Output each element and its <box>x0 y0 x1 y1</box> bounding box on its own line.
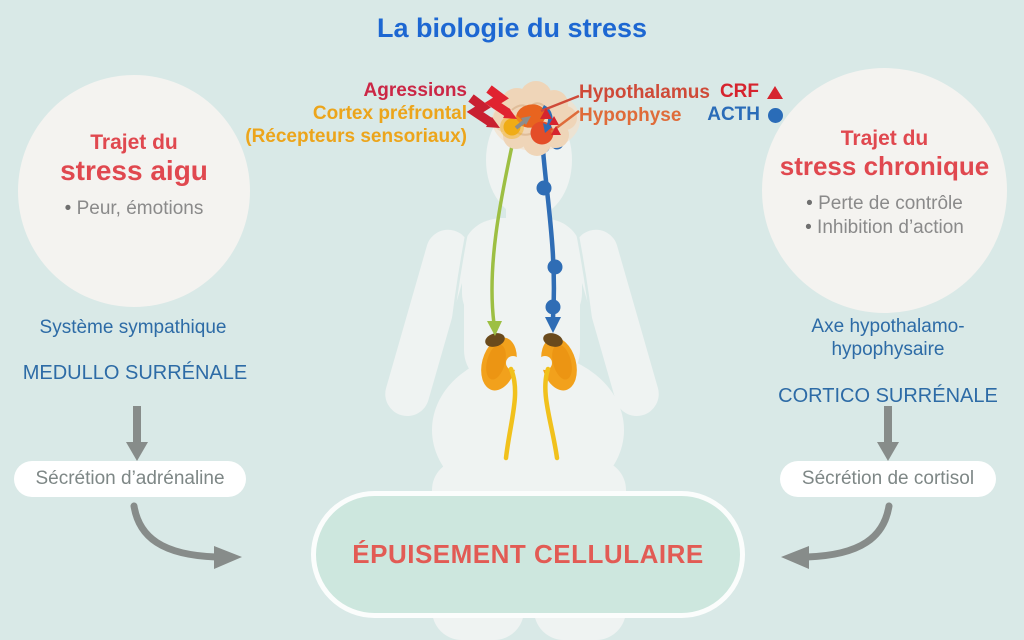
sensory-receptors-label: (Récepteurs sensoriaux) <box>245 126 467 147</box>
chronic-stress-circle: Trajet du stress chronique Perte de cont… <box>762 68 1007 313</box>
lightning-icon <box>466 85 517 128</box>
hpa-axis-label: Axe hypothalamo- hypophysaire <box>763 315 1013 361</box>
acth-label: ACTH <box>707 104 760 125</box>
sympathetic-system-label: Système sympathique <box>39 317 227 338</box>
crf-release-triangles <box>540 108 561 135</box>
chronic-bullet-1: Perte de contrôle <box>806 192 963 216</box>
agressions-label: Agressions <box>363 80 467 101</box>
crf-triangle-icon <box>767 85 783 99</box>
cellular-exhaustion-box: ÉPUISEMENT CELLULAIRE <box>311 491 745 618</box>
sympathetic-pathway-arrow <box>487 131 517 336</box>
receptor-to-hypothalamus-arrow <box>514 116 531 130</box>
acute-bullet: Peur, émotions <box>65 197 204 221</box>
left-curved-arrow <box>130 502 242 569</box>
crf-label: CRF <box>719 81 759 102</box>
left-kidney <box>481 333 520 461</box>
acth-legend: ACTH <box>707 104 783 126</box>
hypophyse-label: Hypophyse <box>579 105 682 126</box>
adrenaline-secretion-pill: Sécrétion d’adrénaline <box>14 461 246 497</box>
right-curved-arrow <box>781 502 893 569</box>
chronic-heading-line1: Trajet du <box>840 127 929 150</box>
cellular-exhaustion-label: ÉPUISEMENT CELLULAIRE <box>352 539 704 569</box>
acute-stress-circle: Trajet du stress aigu Peur, émotions <box>18 75 250 307</box>
left-ureter <box>503 366 518 461</box>
medullo-surrenale-label: MEDULLO SURRÉNALE <box>22 362 248 384</box>
right-kidney <box>538 333 577 461</box>
hpa-axis-line1: Axe hypothalamo- <box>811 316 965 337</box>
acute-heading-line1: Trajet du <box>90 131 178 154</box>
acute-heading-line2: stress aigu <box>60 155 208 186</box>
hpa-axis-line2: hypophysaire <box>831 339 945 360</box>
hypothalamus-label: Hypothalamus <box>579 82 710 103</box>
page-title: La biologie du stress <box>376 13 648 43</box>
cortisol-secretion-pill: Sécrétion de cortisol <box>780 461 996 497</box>
cortex-prefrontal-label: Cortex préfrontal <box>312 103 467 124</box>
sensory-receptor-shape <box>503 118 521 136</box>
left-down-arrow <box>126 406 148 461</box>
body-arm-gaps <box>449 225 595 339</box>
right-down-arrow <box>877 406 899 461</box>
acth-dot-icon <box>768 107 783 123</box>
cortico-surrenale-label: CORTICO SURRÉNALE <box>778 385 998 407</box>
hypothalamus-connector <box>540 94 580 113</box>
right-ureter <box>543 366 560 461</box>
chronic-bullet-2: Inhibition d’action <box>805 216 964 240</box>
chronic-heading-line2: stress chronique <box>779 151 990 181</box>
crf-legend: CRF <box>720 81 783 103</box>
